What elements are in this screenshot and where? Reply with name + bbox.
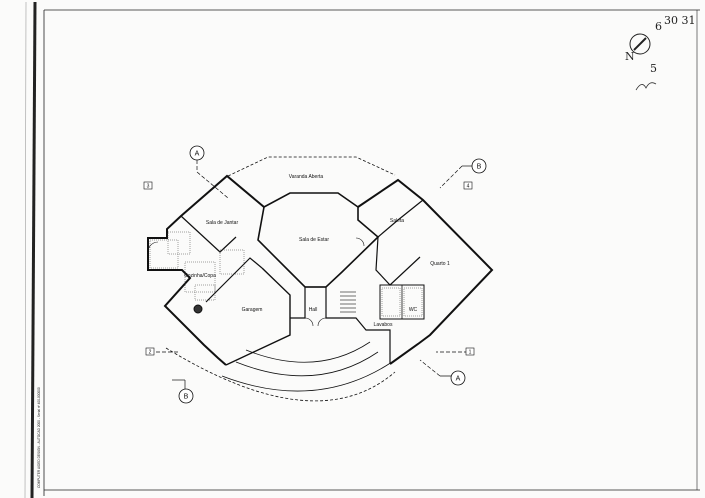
handwritten-annotations: N 6 30 31 5 [625,14,696,91]
varanda-outline [227,156,396,177]
svg-text:A: A [456,376,461,383]
floor-plan [147,156,494,402]
section-marker-a-top: A [189,145,205,161]
svg-text:4: 4 [467,184,470,190]
side-note: COMPUTER AIDED DESIGN - AUTOCAD 2000 - S… [37,387,41,488]
room-label-sala-de-jantar: Sala de Jantar [206,220,239,226]
north-symbol [629,33,651,55]
kitchen-sink [193,304,203,314]
kitchen-tile-hatch [149,231,423,317]
hall-walls [290,286,340,319]
quarto-wall [375,236,421,286]
lavabos-walls [340,317,391,364]
outer-wall-right [357,178,494,365]
room-label-varanda-aberta: Varanda Aberta [289,174,324,180]
room-label-cozinha-copa: Cozinha/Copa [184,273,216,279]
room-label-hall: Hall [309,307,318,313]
room-label-wc: WC [409,307,418,313]
handwritten-note: 5 [650,62,657,75]
front-arcs [165,341,396,402]
section-marker-a-bottom: A [450,370,466,386]
grid-marker-1: 1 [465,347,475,356]
room-label-sala-de-estar: Sala de Estar [299,237,329,243]
room-label-lavabos: Lavabos [374,322,393,328]
room-label-saleta: Saleta [390,218,404,224]
garage-walls [225,267,291,366]
room-label-garagem: Garagem [242,307,263,313]
grid-marker-2: 2 [145,347,155,356]
svg-text:3: 3 [147,184,150,190]
section-marker-b-top: B [471,158,487,174]
sheet-numbers: 30 31 [664,14,696,27]
svg-text:B: B [184,394,189,401]
saleta-wall [377,199,424,238]
kitchen-garage-wall [205,257,263,303]
svg-text:2: 2 [149,350,152,356]
grid-marker-3: 3 [143,181,153,190]
svg-text:B: B [477,164,482,171]
section-marker-b-bottom: B [178,388,194,404]
outer-wall-left [147,174,265,366]
north-label: N [625,50,635,63]
svg-text:A: A [195,151,200,158]
door-swing [147,241,159,253]
svg-text:1: 1 [469,350,472,356]
sala-de-estar-walls [257,192,380,288]
grid-marker-4: 4 [463,181,473,190]
page-number: 6 [655,20,662,33]
room-label-quarto-1: Quarto 1 [430,261,450,267]
stairs [340,291,356,313]
sheet-frame [24,1,700,498]
